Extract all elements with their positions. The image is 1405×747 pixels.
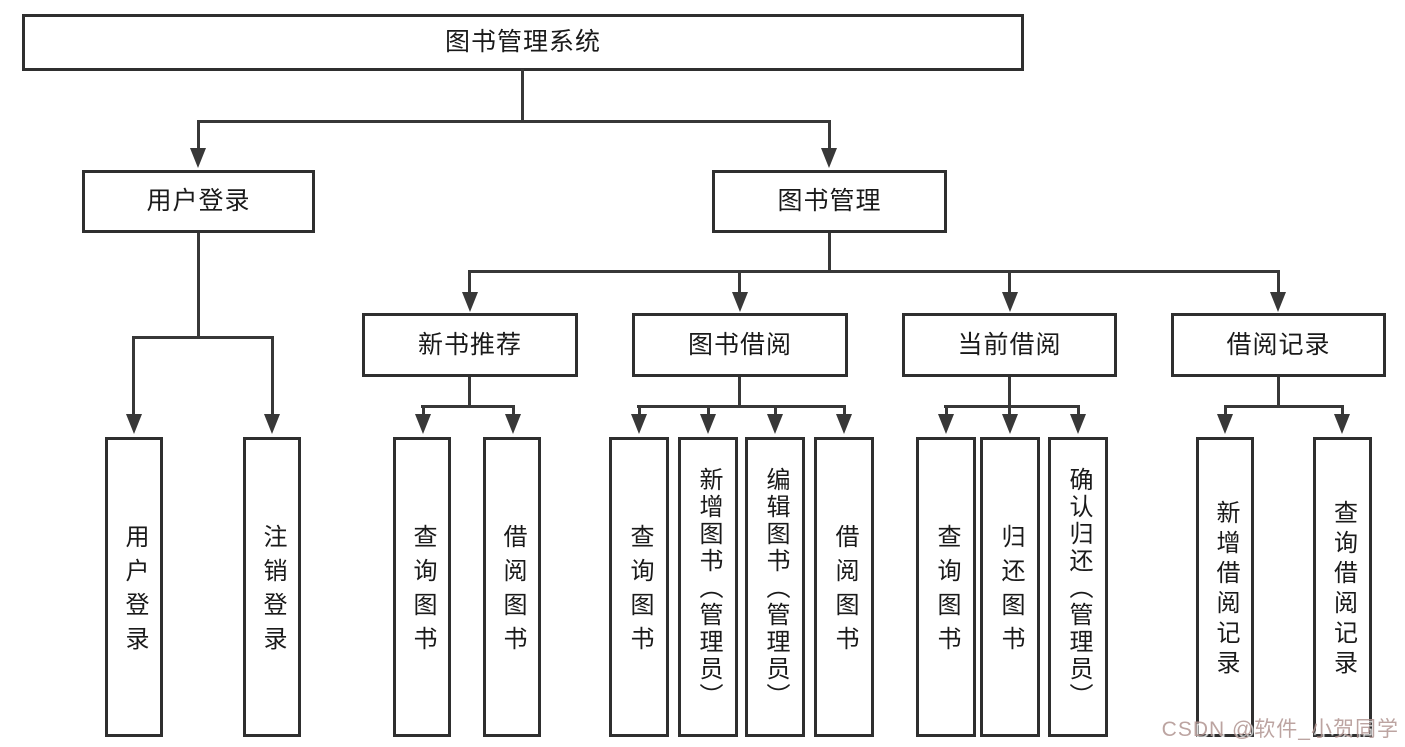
leaf-bb-borrow-books-label: 借阅图书 (831, 524, 858, 660)
node-new-book-recommend: 新书推荐 (362, 313, 578, 377)
arrowhead-down-icon (1070, 414, 1086, 434)
arrowhead-down-icon (264, 414, 280, 434)
connector-vline (1341, 405, 1344, 417)
connector-vline (1277, 270, 1280, 294)
connector-hline (637, 405, 846, 408)
leaf-bb-query-books: 查询图书 (609, 437, 669, 737)
leaf-bb-edit-books-admin-label: 编辑图书（管理员） (762, 467, 789, 710)
node-user-login-label: 用户登录 (146, 187, 251, 215)
leaf-cb-return-books: 归还图书 (980, 437, 1040, 737)
leaf-cb-confirm-return-admin: 确认归还（管理员） (1048, 437, 1108, 737)
arrowhead-down-icon (631, 414, 647, 434)
node-root: 图书管理系统 (22, 14, 1024, 71)
arrowhead-down-icon (126, 414, 142, 434)
connector-vline (707, 405, 710, 417)
connector-vline (1277, 377, 1280, 407)
arrowhead-down-icon (821, 148, 837, 168)
leaf-user-login-label: 用户登录 (121, 524, 148, 660)
connector-vline (1008, 270, 1011, 294)
arrowhead-down-icon (190, 148, 206, 168)
leaf-br-query-record-label: 查询借阅记录 (1329, 500, 1357, 680)
node-book-management-label: 图书管理 (777, 187, 882, 215)
connector-hline (468, 270, 1280, 273)
leaf-nbr-borrow-books: 借阅图书 (483, 437, 541, 737)
arrowhead-down-icon (1002, 292, 1018, 312)
connector-hline (944, 405, 1080, 408)
leaf-logout: 注销登录 (243, 437, 301, 737)
leaf-bb-edit-books-admin: 编辑图书（管理员） (745, 437, 805, 737)
node-current-borrowing: 当前借阅 (902, 313, 1117, 377)
node-book-borrowing: 图书借阅 (632, 313, 848, 377)
leaf-logout-label: 注销登录 (259, 524, 286, 660)
node-user-login: 用户登录 (82, 170, 315, 233)
arrowhead-down-icon (505, 414, 521, 434)
leaf-user-login: 用户登录 (105, 437, 163, 737)
connector-vline (132, 336, 135, 416)
leaf-cb-confirm-return-admin-label: 确认归还（管理员） (1065, 467, 1092, 710)
leaf-bb-add-books-admin-label: 新增图书（管理员） (695, 467, 722, 710)
node-current-borrowing-label: 当前借阅 (957, 330, 1062, 359)
leaf-bb-add-books-admin: 新增图书（管理员） (678, 437, 738, 737)
connector-hline (421, 405, 515, 408)
arrowhead-down-icon (938, 414, 954, 434)
arrowhead-down-icon (767, 414, 783, 434)
node-book-management: 图书管理 (712, 170, 947, 233)
connector-vline (271, 336, 274, 416)
connector-vline (1008, 377, 1011, 407)
node-borrow-records: 借阅记录 (1171, 313, 1386, 377)
leaf-cb-return-books-label: 归还图书 (997, 524, 1024, 660)
connector-vline (638, 405, 641, 417)
connector-vline (422, 405, 425, 417)
arrowhead-down-icon (732, 292, 748, 312)
connector-vline (468, 270, 471, 294)
leaf-bb-query-books-label: 查询图书 (626, 524, 653, 660)
leaf-cb-query-books: 查询图书 (916, 437, 976, 737)
leaf-cb-query-books-label: 查询图书 (933, 524, 960, 660)
connector-vline (197, 120, 200, 150)
leaf-nbr-query-books: 查询图书 (393, 437, 451, 737)
arrowhead-down-icon (700, 414, 716, 434)
connector-vline (828, 120, 831, 150)
leaf-br-add-record-label: 新增借阅记录 (1212, 500, 1239, 680)
arrowhead-down-icon (836, 414, 852, 434)
connector-hline (132, 336, 274, 339)
arrowhead-down-icon (1270, 292, 1286, 312)
leaf-bb-borrow-books: 借阅图书 (814, 437, 874, 737)
leaf-nbr-query-books-label: 查询图书 (409, 524, 436, 660)
arrowhead-down-icon (415, 414, 431, 434)
connector-vline (197, 233, 200, 338)
connector-vline (774, 405, 777, 417)
csdn-watermark: CSDN @软件_小贺同学 (1161, 718, 1399, 741)
connector-vline (738, 377, 741, 407)
node-new-book-recommend-label: 新书推荐 (417, 330, 522, 359)
connector-vline (521, 69, 524, 122)
connector-vline (738, 270, 741, 294)
connector-vline (828, 233, 831, 272)
connector-vline (1008, 405, 1011, 417)
connector-vline (945, 405, 948, 417)
leaf-br-add-record: 新增借阅记录 (1196, 437, 1254, 737)
arrowhead-down-icon (462, 292, 478, 312)
arrowhead-down-icon (1217, 414, 1233, 434)
node-book-borrowing-label: 图书借阅 (687, 330, 792, 359)
arrowhead-down-icon (1334, 414, 1350, 434)
connector-vline (468, 377, 471, 407)
connector-hline (197, 120, 831, 123)
leaf-br-query-record: 查询借阅记录 (1313, 437, 1372, 737)
connector-hline (1224, 405, 1344, 408)
connector-vline (512, 405, 515, 417)
node-borrow-records-label: 借阅记录 (1226, 330, 1331, 359)
connector-vline (1077, 405, 1080, 417)
connector-vline (843, 405, 846, 417)
node-root-label: 图书管理系统 (444, 28, 601, 56)
connector-vline (1224, 405, 1227, 417)
arrowhead-down-icon (1002, 414, 1018, 434)
leaf-nbr-borrow-books-label: 借阅图书 (499, 524, 526, 660)
